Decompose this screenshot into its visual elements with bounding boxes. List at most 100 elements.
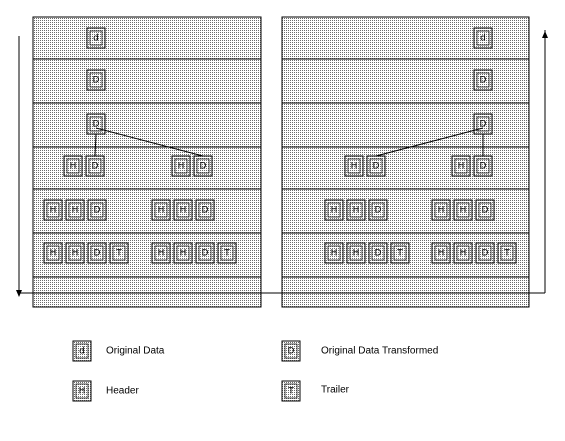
right-unit-transformed-data: D bbox=[475, 199, 495, 221]
right-unit-header: H bbox=[431, 242, 451, 264]
svg-text:D: D bbox=[480, 120, 487, 130]
svg-text:H: H bbox=[331, 206, 338, 216]
svg-text:H: H bbox=[331, 249, 338, 259]
svg-text:H: H bbox=[353, 206, 360, 216]
right-unit-header: H bbox=[453, 199, 473, 221]
legend-glyph: H bbox=[79, 387, 86, 397]
right-unit-original-data: d bbox=[473, 27, 493, 49]
svg-text:D: D bbox=[93, 76, 100, 86]
svg-text:D: D bbox=[482, 249, 489, 259]
svg-text:H: H bbox=[72, 249, 79, 259]
right-unit-transformed-data: D bbox=[473, 69, 493, 91]
legend-label: Original Data Transformed bbox=[321, 346, 438, 357]
svg-text:D: D bbox=[480, 162, 487, 172]
svg-text:T: T bbox=[115, 249, 122, 259]
svg-text:D: D bbox=[375, 206, 382, 216]
svg-text:H: H bbox=[438, 206, 445, 216]
svg-text:D: D bbox=[202, 206, 209, 216]
left-unit-header: H bbox=[43, 242, 63, 264]
svg-text:H: H bbox=[460, 206, 467, 216]
svg-text:H: H bbox=[72, 206, 79, 216]
right-unit-transformed-data: D bbox=[475, 242, 495, 264]
legend-item-trailer: T Trailer bbox=[281, 380, 350, 402]
svg-text:d: d bbox=[93, 34, 99, 44]
right-stack-layer-separators bbox=[282, 58, 529, 278]
svg-text:H: H bbox=[70, 162, 77, 172]
svg-text:D: D bbox=[92, 162, 99, 172]
left-unit-header: H bbox=[65, 242, 85, 264]
left-unit-header: H bbox=[43, 199, 63, 221]
svg-text:D: D bbox=[202, 249, 209, 259]
svg-text:H: H bbox=[438, 249, 445, 259]
left-unit-header: H bbox=[171, 155, 191, 177]
left-unit-transformed-data: D bbox=[86, 113, 106, 135]
svg-text:T: T bbox=[396, 249, 403, 259]
left-unit-trailer: T bbox=[217, 242, 237, 264]
right-unit-header: H bbox=[324, 242, 344, 264]
left-unit-trailer: T bbox=[109, 242, 129, 264]
left-unit-transformed-data: D bbox=[195, 199, 215, 221]
left-unit-header: H bbox=[151, 242, 171, 264]
right-unit-transformed-data: D bbox=[473, 155, 493, 177]
down-arrow bbox=[16, 36, 22, 297]
svg-text:D: D bbox=[482, 206, 489, 216]
svg-text:D: D bbox=[373, 162, 380, 172]
left-unit-transformed-data: D bbox=[85, 155, 105, 177]
left-connector-line bbox=[94, 133, 97, 157]
right-unit-header: H bbox=[346, 199, 366, 221]
svg-text:D: D bbox=[94, 249, 101, 259]
legend-swatch bbox=[72, 340, 92, 362]
legend-label: Original Data bbox=[106, 346, 165, 357]
svg-text:H: H bbox=[353, 249, 360, 259]
left-stack-connectors bbox=[94, 127, 204, 157]
legend-label: Trailer bbox=[321, 385, 350, 396]
right-unit-transformed-data: D bbox=[366, 155, 386, 177]
up-arrow bbox=[542, 30, 548, 293]
right-unit-header: H bbox=[324, 199, 344, 221]
left-unit-transformed-data: D bbox=[86, 69, 106, 91]
svg-text:T: T bbox=[503, 249, 510, 259]
legend-glyph: T bbox=[287, 387, 294, 397]
left-unit-transformed-data: D bbox=[193, 155, 213, 177]
legend-label: Header bbox=[106, 386, 139, 397]
legend-swatch bbox=[281, 380, 301, 402]
right-unit-header: H bbox=[346, 242, 366, 264]
svg-text:H: H bbox=[460, 249, 467, 259]
left-unit-header: H bbox=[63, 155, 83, 177]
svg-text:D: D bbox=[200, 162, 207, 172]
svg-text:H: H bbox=[180, 206, 187, 216]
legend-item-header: H Header bbox=[72, 380, 139, 402]
right-stack-connectors bbox=[375, 127, 484, 157]
left-unit-transformed-data: D bbox=[87, 242, 107, 264]
right-unit-transformed-data: D bbox=[473, 113, 493, 135]
legend-item-original-data: d Original Data bbox=[72, 340, 165, 362]
right-unit-trailer: T bbox=[497, 242, 517, 264]
left-unit-header: H bbox=[65, 199, 85, 221]
svg-text:H: H bbox=[178, 162, 185, 172]
right-unit-header: H bbox=[451, 155, 471, 177]
legend-glyph: d bbox=[79, 347, 85, 357]
left-unit-header: H bbox=[173, 242, 193, 264]
svg-text:d: d bbox=[480, 34, 486, 44]
left-unit-transformed-data: D bbox=[87, 199, 107, 221]
left-stack-layer-separators bbox=[33, 58, 261, 278]
left-connector-line bbox=[95, 127, 204, 157]
svg-text:H: H bbox=[351, 162, 358, 172]
right-unit-header: H bbox=[344, 155, 364, 177]
left-unit-header: H bbox=[151, 199, 171, 221]
svg-text:H: H bbox=[458, 162, 465, 172]
left-unit-original-data: d bbox=[86, 27, 106, 49]
left-unit-header: H bbox=[173, 199, 193, 221]
svg-text:D: D bbox=[480, 76, 487, 86]
right-unit-transformed-data: D bbox=[368, 242, 388, 264]
svg-text:H: H bbox=[158, 249, 165, 259]
svg-text:T: T bbox=[223, 249, 230, 259]
legend-swatch bbox=[72, 380, 92, 402]
right-unit-trailer: T bbox=[390, 242, 410, 264]
